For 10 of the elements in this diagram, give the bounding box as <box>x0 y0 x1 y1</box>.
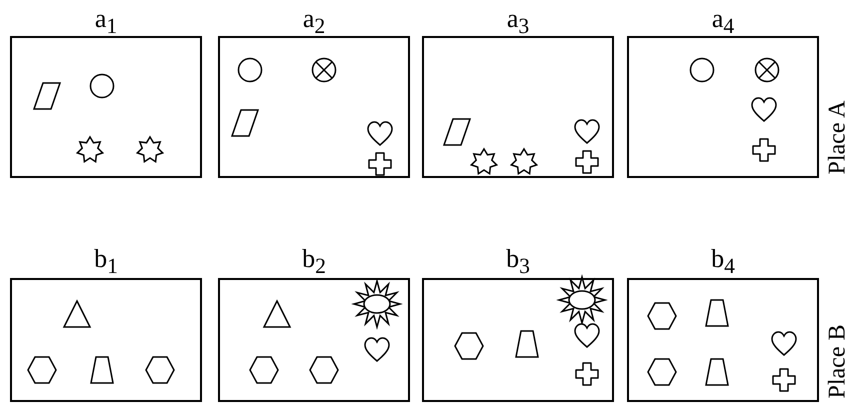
panel-heading: b$_{1}$ <box>94 244 118 280</box>
row-label: Place A <box>824 100 852 174</box>
panel-heading: b$_{2}$ <box>302 244 326 280</box>
panel-heading: a$_{4}$ <box>712 4 734 40</box>
panel-heading: a$_{1}$ <box>94 4 118 40</box>
panel-heading: a$_{2}$ <box>302 4 326 40</box>
panel-heading: b$_{3}$ <box>506 244 530 280</box>
panel-heading: a$_{3}$ <box>506 4 530 40</box>
panel-heading: b$_{4}$ <box>711 244 735 280</box>
row-label: Place B <box>824 324 852 398</box>
